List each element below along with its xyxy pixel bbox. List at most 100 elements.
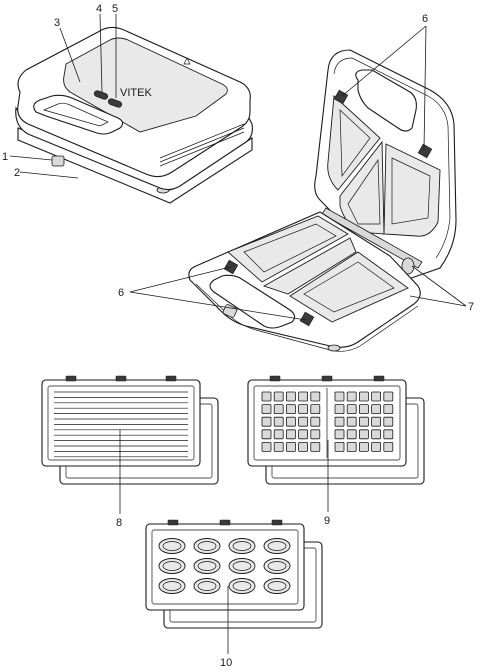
callout-5: 5 [112,3,118,15]
waffle-cell [310,441,321,452]
oval-cell-inner [267,581,287,591]
callout-6-top: 6 [422,13,428,25]
hinge [401,257,415,275]
lower-plate-left [227,215,349,283]
oval-cell [228,558,256,574]
waffle-cell [310,429,321,440]
callout-7: 7 [468,301,474,313]
waffle-cell [358,416,369,427]
waffle-cell [346,391,357,402]
waffle-cell [383,404,394,415]
oval-cell [158,558,186,574]
waffle-cell [310,416,321,427]
waffle-cell [298,429,309,440]
open-callouts: 6 6 7 [118,13,474,321]
waffle-cell [358,429,369,440]
foot [327,344,341,352]
waffle-cell [285,404,296,415]
oval-cell-inner [197,561,217,571]
waffle-cell [334,429,345,440]
oval-cell-inner [197,541,217,551]
lid-brand-text: VITEK [120,87,152,99]
waffle-cell [334,404,345,415]
waffle-cell [285,416,296,427]
waffle-cell [334,416,345,427]
plate-clip [417,143,433,159]
waffle-cell [298,441,309,452]
waffle-cell [346,404,357,415]
waffle-cell [273,416,284,427]
callout-6-left: 6 [118,287,124,299]
power-indicator [93,90,109,100]
waffle-cell [298,391,309,402]
callout-2: 2 [14,167,20,179]
oval-cell-inner [232,541,252,551]
oval-cell [158,538,186,554]
waffle-cell [383,391,394,402]
waffle-cell [261,416,272,427]
waffle-cell [285,441,296,452]
waffle-cell [334,441,345,452]
waffle-cell [346,441,357,452]
oval-cell [228,538,256,554]
oval-cell-inner [232,561,252,571]
lower-plate-right [289,251,409,323]
callout-3: 3 [54,17,60,29]
waffle-cell [261,391,272,402]
waffle-cell [383,416,394,427]
oval-cell [228,578,256,594]
waffle-cell [261,429,272,440]
oval-cell-inner [267,561,287,571]
oval-cell [193,558,221,574]
waffle-cell [383,429,394,440]
waffle-cell [371,416,382,427]
waffle-cell [273,404,284,415]
upper-plate-left [327,95,381,191]
waffle-cell [310,391,321,402]
oval-cell-inner [267,541,287,551]
waffle-cell [298,416,309,427]
closed-appliance: VITEK [15,26,253,204]
waffle-cell [273,391,284,402]
upper-plate-right [383,143,441,237]
waffle-cell [371,404,382,415]
callout-1: 1 [2,151,8,163]
oval-cell-inner [197,581,217,591]
plate-clip [299,311,315,327]
oval-cell-inner [162,581,182,591]
oval-plate-set: 10 [145,519,323,669]
callout-10: 10 [220,657,232,669]
oval-cell-inner [162,541,182,551]
waffle-cell [358,404,369,415]
waffle-cell [371,391,382,402]
callout-9: 9 [324,515,330,527]
callout-8: 8 [116,517,122,529]
waffle-cell [310,404,321,415]
plate-clip [223,259,239,275]
latch [51,155,65,167]
waffle-cell [285,429,296,440]
callout-4: 4 [96,3,102,15]
waffle-cell [334,391,345,402]
waffle-cell [261,441,272,452]
waffle-cell [346,429,357,440]
waffle-cell [273,429,284,440]
latch [222,304,238,318]
oval-cell [193,578,221,594]
closed-callouts: 1 2 3 4 5 [2,3,118,179]
oval-cell [263,558,291,574]
waffle-cell [371,429,382,440]
waffle-cell [273,441,284,452]
waffle-cell [261,404,272,415]
waffle-cell [358,391,369,402]
waffle-cell [285,391,296,402]
waffle-plate-set: 9 [247,375,425,527]
waffle-cell [298,404,309,415]
oval-cell [263,578,291,594]
waffle-cell [346,416,357,427]
waffle-cell [358,441,369,452]
oval-cell-inner [162,561,182,571]
open-appliance [188,49,457,352]
waffle-cell [371,441,382,452]
